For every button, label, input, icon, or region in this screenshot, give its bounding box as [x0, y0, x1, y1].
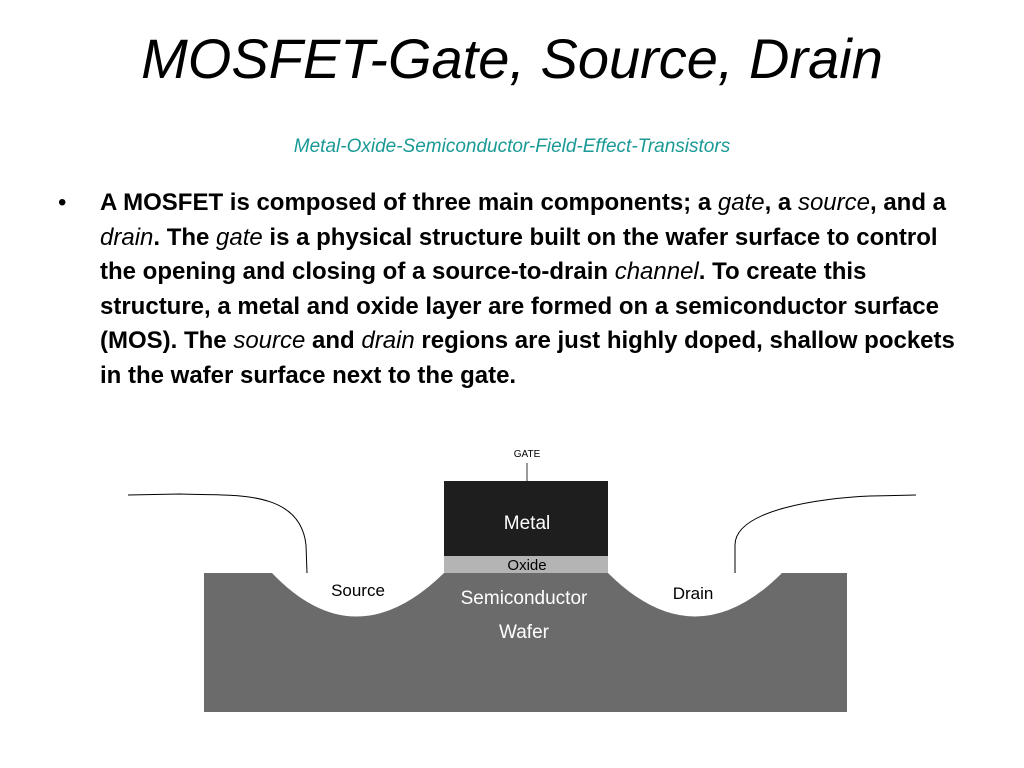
- drain-label: Drain: [673, 584, 714, 603]
- slide-subtitle: Metal-Oxide-Semiconductor-Field-Effect-T…: [293, 136, 731, 157]
- wafer-label: Wafer: [499, 622, 550, 643]
- semiconductor-label: Semiconductor: [461, 588, 588, 609]
- gate-label: GATE: [514, 449, 541, 460]
- bullet-term: source: [797, 189, 870, 216]
- source-region: [272, 573, 444, 617]
- bullet-text-run: , a: [764, 189, 798, 216]
- bullet-term: channel: [614, 258, 699, 285]
- bullet-text-run: . To create this structure, a metal and …: [100, 258, 939, 354]
- drain-lead-line: [734, 494, 917, 573]
- bullet-text-run: and: [305, 327, 362, 354]
- oxide-layer: [444, 556, 608, 573]
- bullet-term: gate: [216, 223, 263, 251]
- source-lead-line: [127, 493, 308, 574]
- bullet-text-run: . The: [153, 223, 217, 251]
- bullet-term: drain: [100, 223, 154, 251]
- bullet-text-run: is a physical structure built on the waf…: [100, 223, 938, 286]
- bullet-term: drain: [361, 327, 415, 354]
- mosfet-diagram: GATE Metal Oxide Source Drain Semiconduc…: [127, 449, 917, 712]
- bullet-marker: •: [58, 189, 67, 216]
- bullet-text-run: A MOSFET is composed of three main compo…: [100, 189, 718, 216]
- drain-region: [608, 573, 782, 617]
- bullet-term: gate: [717, 189, 765, 216]
- bullet-text-run: regions are just highly doped, shallow p…: [100, 327, 955, 389]
- bullet-text-run: , and a: [869, 189, 947, 216]
- oxide-label: Oxide: [507, 557, 546, 574]
- bullet-term: source: [233, 327, 306, 354]
- source-label: Source: [331, 581, 385, 600]
- slide-title: MOSFET-Gate, Source, Drain: [141, 27, 883, 90]
- bullet-text: A MOSFET is composed of three main compo…: [100, 186, 980, 393]
- metal-label: Metal: [504, 513, 550, 534]
- metal-gate: [444, 481, 608, 556]
